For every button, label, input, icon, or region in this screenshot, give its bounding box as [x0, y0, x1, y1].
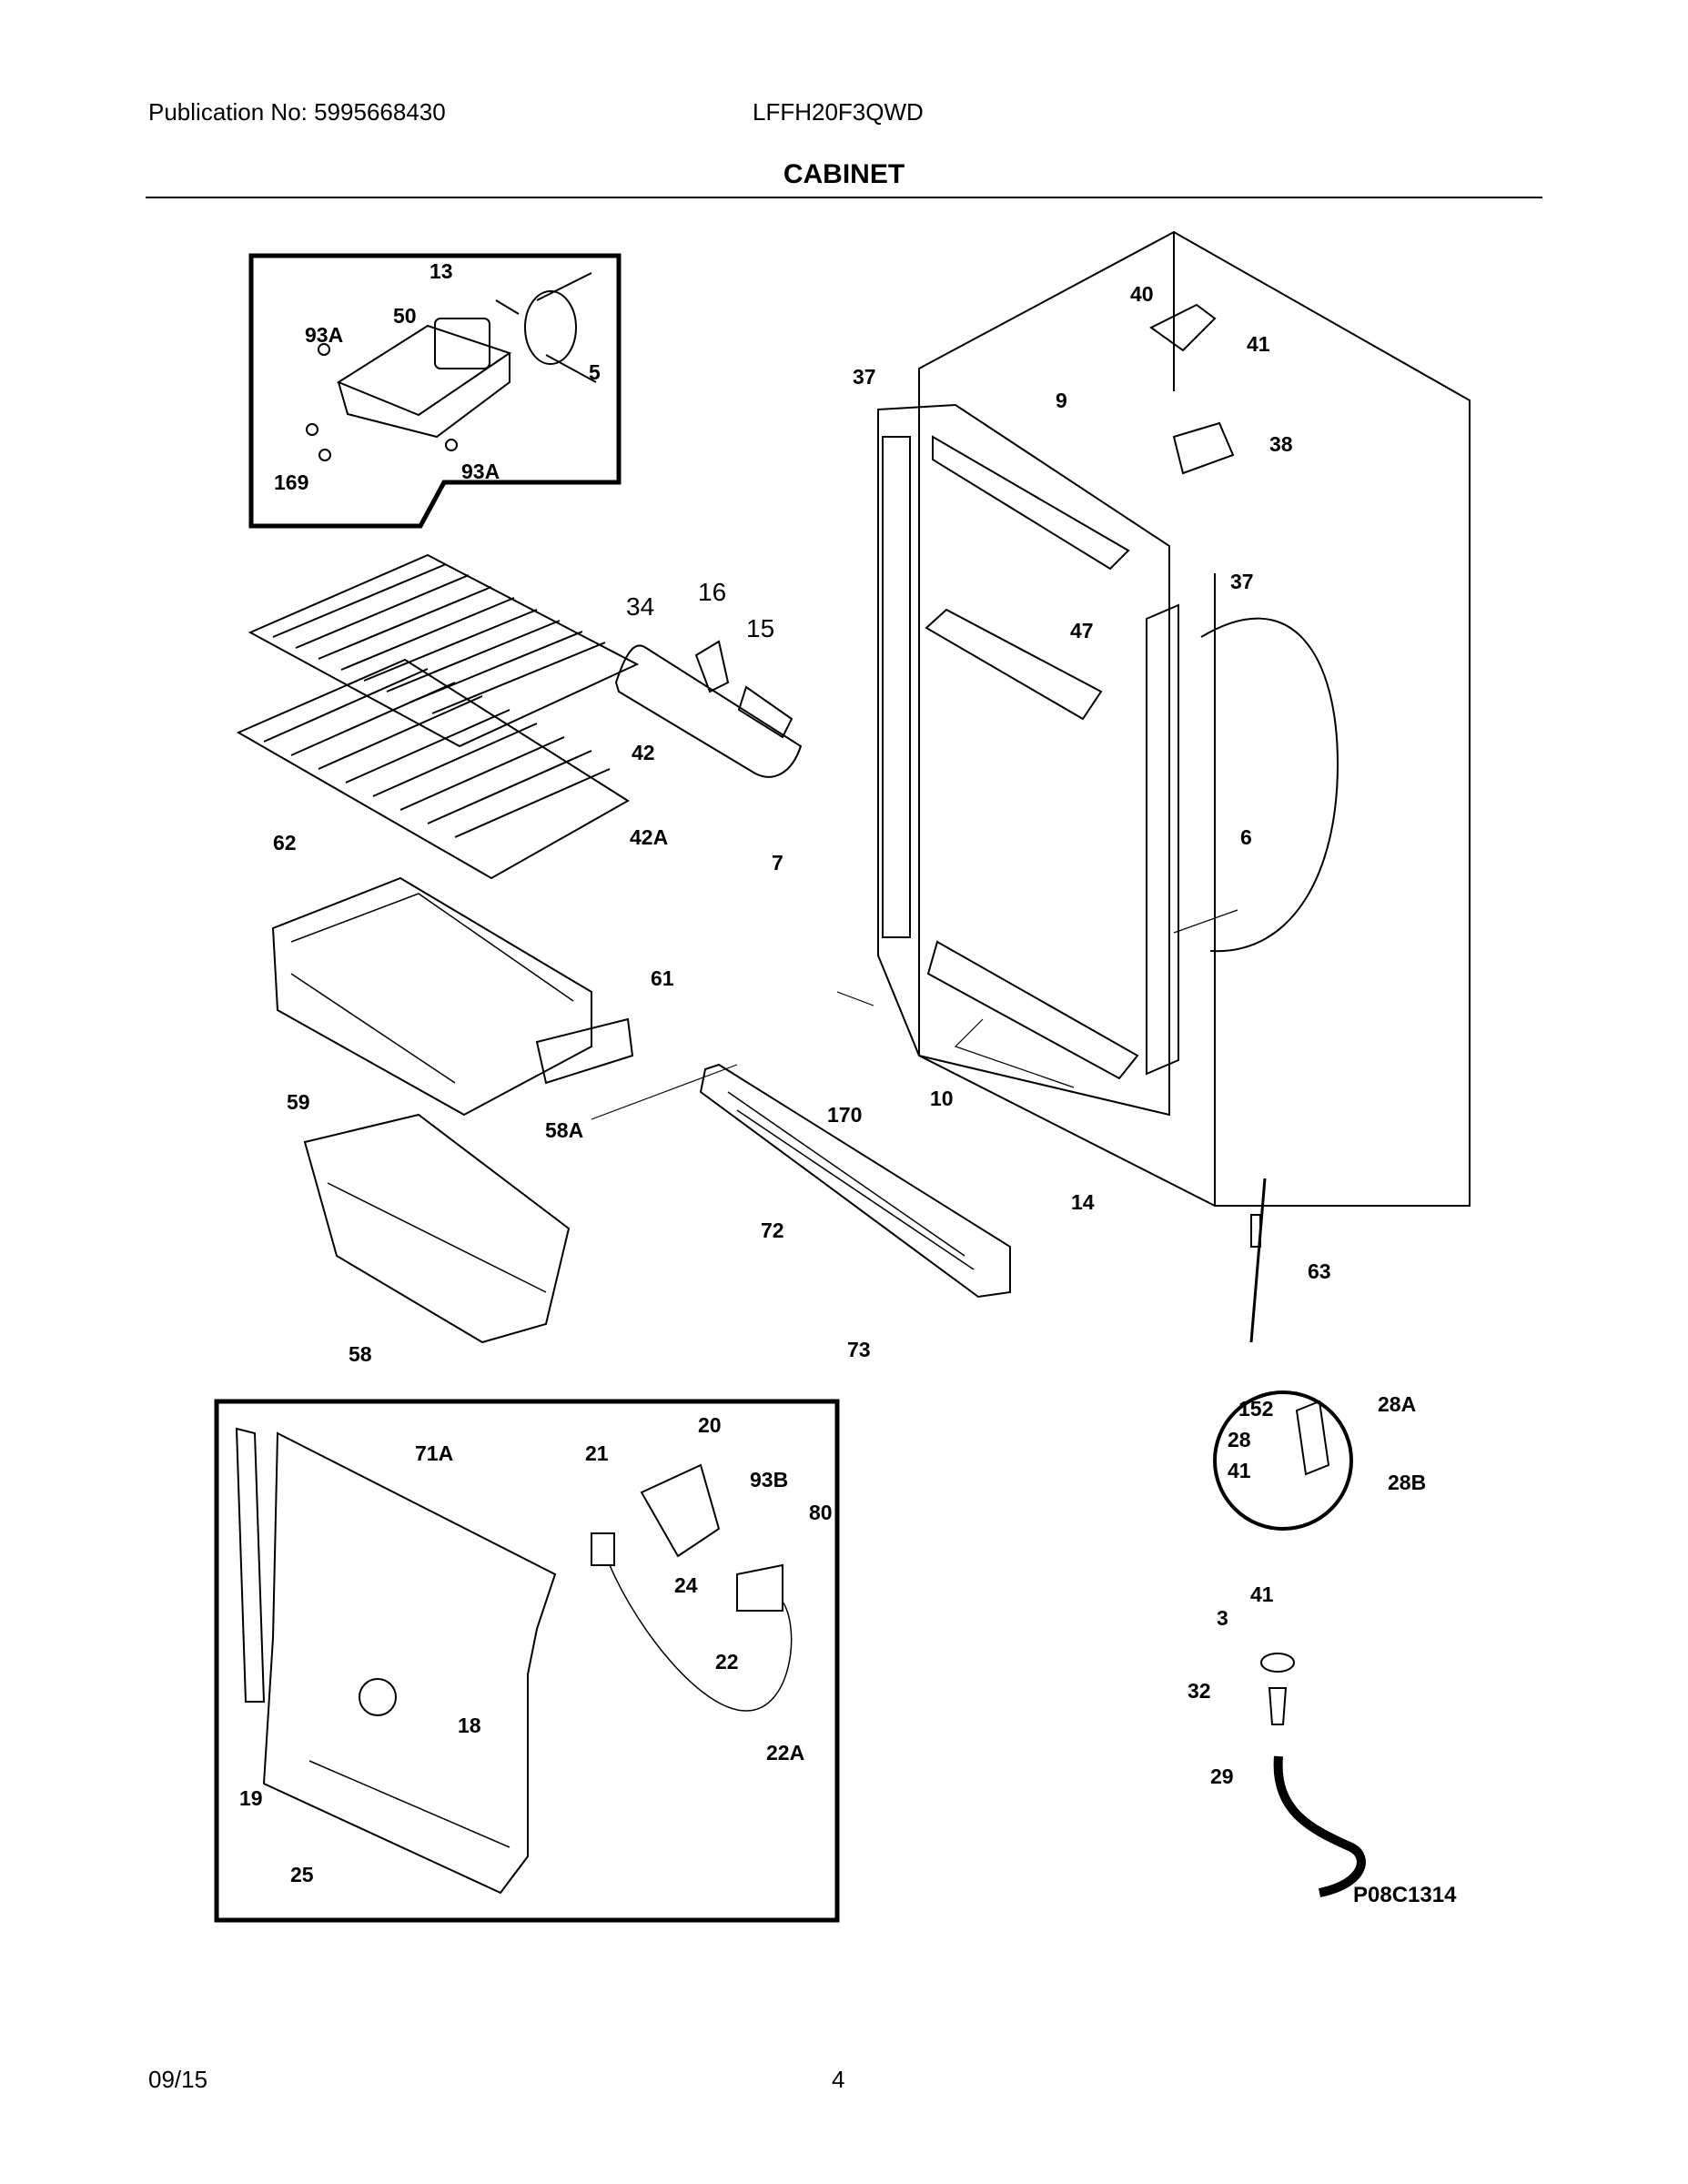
label-37-2: 37 [1230, 570, 1254, 593]
leveling-screw [1250, 1214, 1261, 1248]
leg-cap [1260, 1653, 1295, 1673]
label-58A: 58A [545, 1118, 583, 1142]
label-50: 50 [393, 304, 417, 328]
label-72: 72 [761, 1218, 784, 1242]
light-socket [694, 640, 730, 693]
label-32: 32 [1188, 1679, 1211, 1703]
heater-bracket [736, 1563, 783, 1612]
hinge-cover [1149, 303, 1217, 352]
defrost-wire [609, 1564, 793, 1712]
label-73: 73 [847, 1338, 871, 1361]
top-hinge [1172, 421, 1235, 475]
door-gasket-right [1146, 603, 1179, 1076]
door-gasket-left [882, 436, 911, 938]
label-24: 24 [674, 1573, 698, 1597]
label-6: 6 [1240, 825, 1252, 849]
diagram-code: P08C1314 [1353, 1883, 1457, 1907]
cabinet-outline [918, 230, 1471, 1207]
label-19: 19 [239, 1786, 263, 1810]
label-42: 42 [632, 741, 655, 764]
evaporator-inset-frame [214, 1399, 840, 1923]
hinge-detail-circle [1213, 1390, 1353, 1531]
fan-motor-assembly [306, 272, 597, 461]
label-40: 40 [1130, 282, 1154, 306]
label-25: 25 [290, 1863, 314, 1886]
label-93A-2: 93A [461, 460, 500, 483]
label-15: 15 [746, 614, 774, 642]
label-18: 18 [458, 1714, 481, 1737]
label-41-2: 41 [1228, 1459, 1251, 1482]
fan-inset-frame [248, 253, 622, 529]
cabinet-opening [877, 403, 1170, 1117]
label-71A: 71A [415, 1441, 453, 1465]
defrost-heater [640, 1463, 721, 1558]
evaporator-cover [262, 1431, 557, 1895]
label-28A: 28A [1378, 1392, 1416, 1416]
label-22A: 22A [766, 1741, 804, 1764]
label-28B: 28B [1388, 1471, 1426, 1494]
label-59: 59 [287, 1090, 310, 1114]
label-93B: 93B [750, 1468, 788, 1491]
label-58: 58 [349, 1342, 372, 1366]
label-47: 47 [1070, 619, 1094, 642]
label-152: 152 [1238, 1397, 1273, 1421]
leg-rod [1273, 1755, 1366, 1897]
label-34: 34 [626, 592, 654, 621]
label-10: 10 [930, 1087, 954, 1110]
label-38: 38 [1269, 432, 1293, 456]
label-41: 41 [1247, 332, 1270, 356]
label-41-3: 41 [1250, 1582, 1274, 1606]
wire-shelf-upper [248, 553, 640, 748]
basket-slide [535, 1017, 634, 1085]
door-gasket-top [932, 435, 1130, 571]
label-22: 22 [715, 1650, 739, 1673]
label-170: 170 [827, 1103, 862, 1127]
label-37: 37 [853, 365, 876, 389]
label-62: 62 [273, 831, 297, 854]
label-13: 13 [430, 259, 453, 283]
label-20: 20 [698, 1413, 722, 1437]
label-28: 28 [1228, 1428, 1251, 1451]
footer-date: 09/15 [148, 2066, 208, 2093]
label-42A: 42A [630, 825, 668, 849]
defrost-terminator [591, 1532, 615, 1566]
label-5: 5 [589, 360, 601, 384]
basket-upper [271, 876, 592, 1117]
label-80: 80 [809, 1501, 833, 1524]
label-3: 3 [1217, 1606, 1228, 1630]
label-21: 21 [585, 1441, 609, 1465]
page-number: 4 [832, 2066, 845, 2093]
label-14: 14 [1071, 1190, 1095, 1214]
label-169: 169 [274, 470, 308, 494]
fan-guard [359, 1678, 397, 1716]
label-7: 7 [772, 851, 783, 875]
label-9: 9 [1056, 389, 1067, 412]
page-title: CABINET [783, 159, 905, 189]
light-shield [614, 644, 803, 778]
leg-spacer [1268, 1687, 1288, 1725]
label-63: 63 [1308, 1259, 1331, 1283]
label-93A: 93A [305, 323, 343, 347]
evaporator-shelf [925, 608, 1103, 721]
door-gasket-bottom [926, 940, 1139, 1080]
label-29: 29 [1210, 1764, 1234, 1788]
publication-number: Publication No: 5995668430 [148, 98, 446, 126]
light-bulb [737, 685, 793, 739]
basket-lower [303, 1113, 571, 1344]
drain-tube [235, 1427, 266, 1703]
label-16: 16 [698, 578, 726, 606]
cabinet-side-panel [1200, 617, 1339, 953]
model-number: LFFH20F3QWD [753, 98, 924, 126]
label-61: 61 [651, 966, 674, 990]
wire-shelf-lower [236, 658, 630, 880]
header-rule [146, 197, 1542, 198]
toe-grille [699, 1063, 1011, 1299]
